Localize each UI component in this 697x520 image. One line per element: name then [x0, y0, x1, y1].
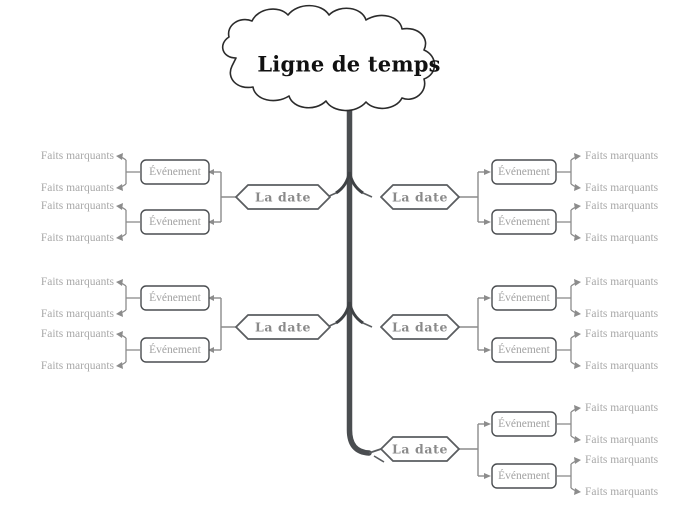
branch-2-right-event-box-2[interactable] [491, 337, 557, 363]
branch-2-left-date-hexagon[interactable] [235, 314, 331, 340]
branch-1-right-event-box-1[interactable] [491, 159, 557, 185]
branch-2-right-date-hexagon[interactable] [380, 314, 460, 340]
branch-2-right-connectors [362, 279, 581, 369]
branch-1-left-connectors [116, 153, 337, 241]
branch-3-right-event-box-1[interactable] [491, 411, 557, 437]
branch-1-right-event-box-2[interactable] [491, 209, 557, 235]
branch-3-right-event-box-2[interactable] [491, 463, 557, 489]
branch-1-left-event-box-1[interactable] [140, 159, 210, 185]
branch-1-left-event-box-2[interactable] [140, 209, 210, 235]
branch-2-left-event-box-2[interactable] [140, 337, 210, 363]
central-trunk [335, 93, 372, 456]
branch-1-left-date-hexagon[interactable] [235, 184, 331, 210]
branch-3-right-date-hexagon[interactable] [380, 436, 460, 462]
branch-2-left-event-box-1[interactable] [140, 285, 210, 311]
branch-1-right-connectors [362, 153, 581, 241]
branch-1-right-date-hexagon[interactable] [380, 184, 460, 210]
branch-3-right-connectors [368, 405, 581, 495]
branch-2-right-event-box-1[interactable] [491, 285, 557, 311]
root-cloud-shape[interactable] [221, 4, 436, 112]
